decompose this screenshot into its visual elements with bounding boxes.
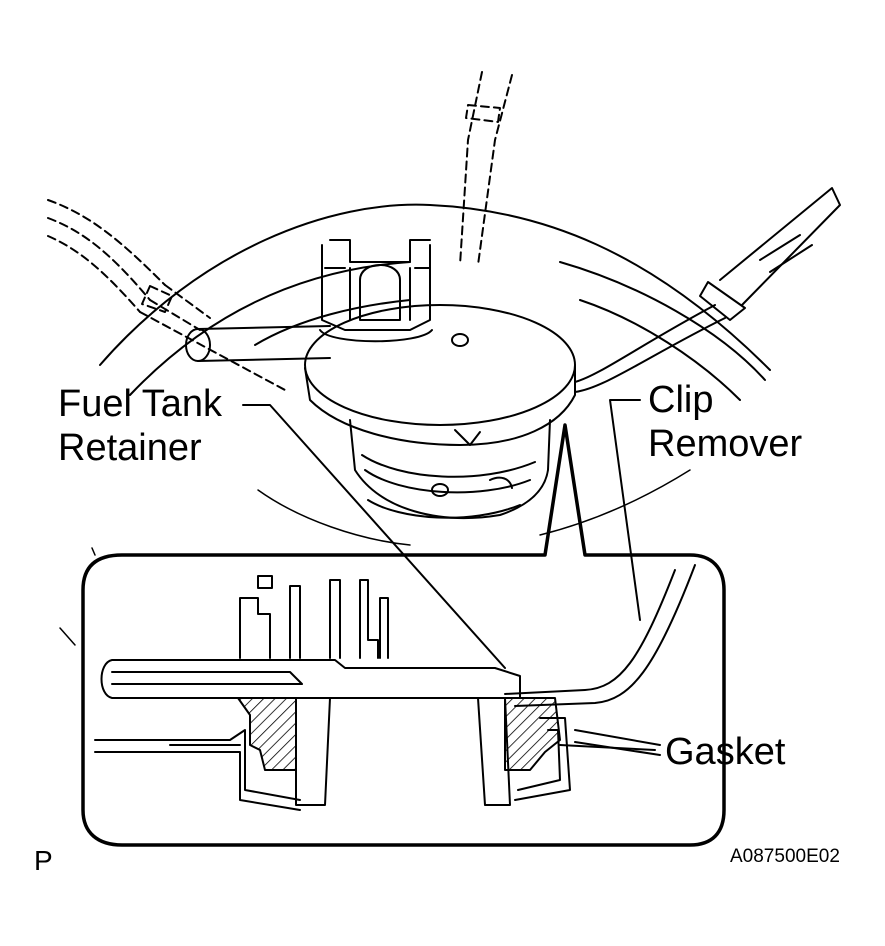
- gasket-label: Gasket: [665, 731, 786, 773]
- clip-remover-tool: [574, 187, 841, 393]
- cross-section-inset: [81, 423, 726, 847]
- dashed-fuel-hose-left: [47, 199, 286, 391]
- clip-remover-line2: Remover: [648, 423, 803, 465]
- fuel-tank-retainer-line1: Fuel Tank: [58, 383, 223, 425]
- tank-surface-contours: [59, 203, 771, 646]
- fuel-pump-body: [304, 304, 576, 519]
- gasket-leader: [559, 744, 656, 751]
- dashed-fuel-hose-top: [459, 71, 513, 266]
- fuel-tank-retainer-line2: Retainer: [58, 427, 202, 469]
- fuel-tank-retainer-label: Fuel Tank Retainer: [58, 382, 222, 470]
- pump-top-connector: [319, 239, 433, 343]
- clip-remover-line1: Clip: [648, 379, 714, 421]
- figure-code: A087500E02: [730, 846, 840, 867]
- fuel-outlet-pipe: [185, 325, 331, 362]
- clip-remover-label: Clip Remover: [648, 378, 802, 466]
- corner-marker-p: P: [34, 845, 53, 876]
- retainer-notch: [454, 429, 481, 446]
- retainer-leader: [242, 404, 506, 669]
- leader-lines: [242, 399, 656, 751]
- clip-remover-leader: [609, 399, 641, 621]
